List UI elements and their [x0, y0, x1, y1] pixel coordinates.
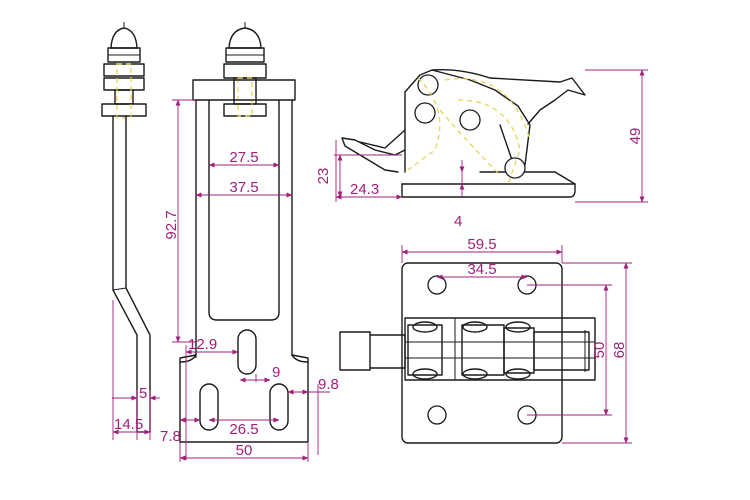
dim-plate-width: 59.5	[467, 236, 496, 253]
clamp-top-view	[339, 262, 596, 444]
dim-edge-offset: 9.8	[318, 376, 339, 393]
dim-base-width: 50	[236, 442, 253, 459]
dim-total-height: 49	[627, 128, 644, 145]
dim-rod-offset: 14.5	[114, 416, 143, 433]
dim-slot-spacing: 9	[272, 364, 280, 381]
dim-plate-height: 68	[611, 342, 628, 359]
clamp-side-view	[341, 68, 586, 198]
dim-hole-edge: 7.8	[160, 428, 181, 445]
dim-height: 92.7	[163, 210, 180, 239]
dim-slot-offset: 12.9	[188, 336, 217, 353]
dimension-labels: 5 14.5 92.7 27.5 37.5 12.9 9 9.8 7.8 26.…	[114, 128, 644, 459]
dim-plate-thickness: 4	[454, 213, 462, 230]
dim-slot-outer: 37.5	[229, 179, 258, 196]
dim-base-height: 23	[315, 168, 332, 185]
dimension-lines	[112, 69, 648, 462]
dim-lever-offset: 24.3	[350, 181, 379, 198]
dim-slot-inner: 27.5	[229, 149, 258, 166]
dim-bolt-width: 5	[139, 385, 147, 402]
bracket-front-view	[179, 22, 309, 443]
spindle-side-view	[101, 22, 151, 433]
dim-hole-vertical: 50	[591, 342, 608, 359]
dim-hole-pitch: 34.5	[467, 261, 496, 278]
dim-hole-spacing: 26.5	[229, 421, 258, 438]
